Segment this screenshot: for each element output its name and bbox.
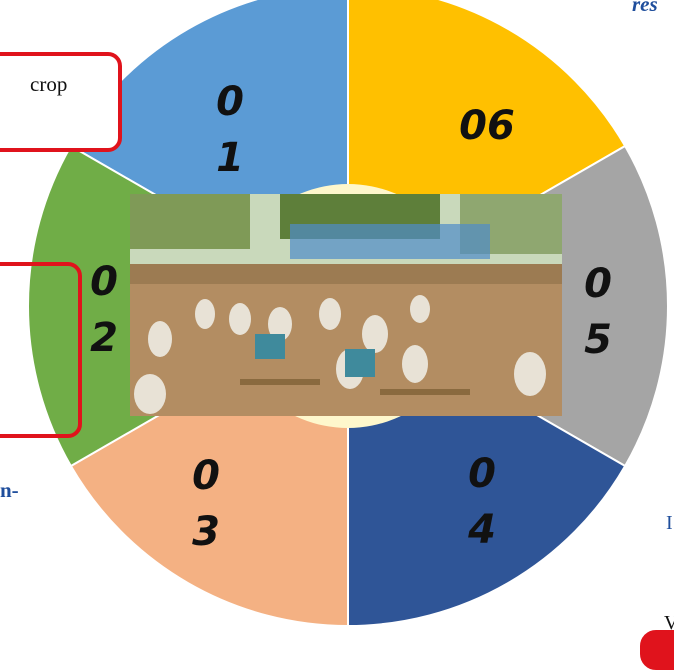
left-bottom-text: n- — [0, 478, 19, 502]
bottom-right-callout-edge — [640, 630, 674, 670]
top-right-text: res — [632, 0, 658, 16]
village-meeting-photo — [130, 194, 562, 416]
callout-box-left — [0, 262, 82, 438]
bottom-right-text: V — [664, 612, 674, 634]
segment-06-label: 06 — [459, 103, 515, 149]
callout-box-top-left: crop — [0, 52, 122, 152]
right-mid-text: I — [666, 512, 673, 534]
callout-top-left-text: crop — [30, 72, 68, 96]
